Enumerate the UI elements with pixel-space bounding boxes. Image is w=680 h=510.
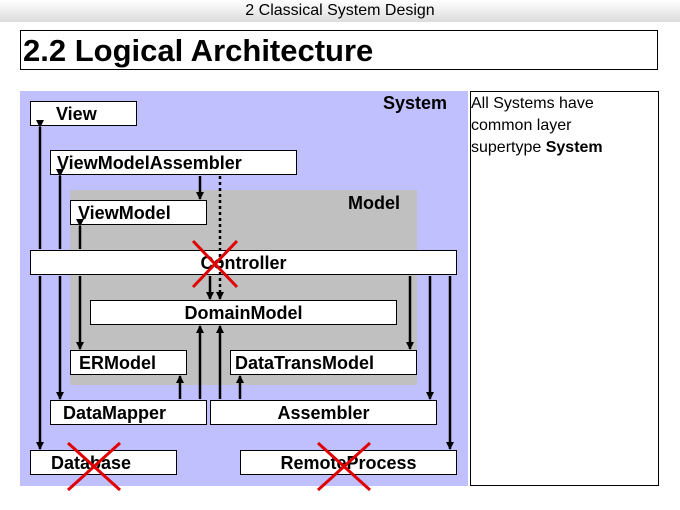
domain-model-box: DomainModel — [90, 300, 397, 325]
note-line-2: common layer — [471, 117, 572, 134]
note-line-3-prefix: supertype — [471, 139, 546, 156]
data-mapper-box: DataMapper — [50, 400, 207, 425]
note-line-1: All Systems have — [471, 95, 594, 112]
assembler-box: Assembler — [210, 400, 437, 425]
chapter-title: 2 Classical System Design — [245, 2, 435, 19]
view-model-assembler-box: ViewModelAssembler — [50, 150, 297, 175]
data-trans-model-box: DataTransModel — [230, 350, 417, 375]
slide-title: 2.2 Logical Architecture — [20, 30, 658, 70]
note-line-3: supertype System — [471, 137, 658, 159]
note-box: All Systems have common layer supertype … — [470, 91, 659, 486]
model-label: Model — [348, 193, 400, 213]
system-label: System — [383, 93, 448, 113]
database-box: Database — [30, 450, 177, 475]
remote-process-box: RemoteProcess — [240, 450, 457, 475]
er-model-box: ERModel — [70, 350, 187, 375]
view-model-box: ViewModel — [70, 200, 207, 225]
view-box: View — [30, 101, 137, 126]
controller-box: Controller — [30, 250, 457, 275]
chapter-header: 2 Classical System Design — [0, 0, 680, 22]
note-line-3-bold: System — [545, 139, 603, 156]
